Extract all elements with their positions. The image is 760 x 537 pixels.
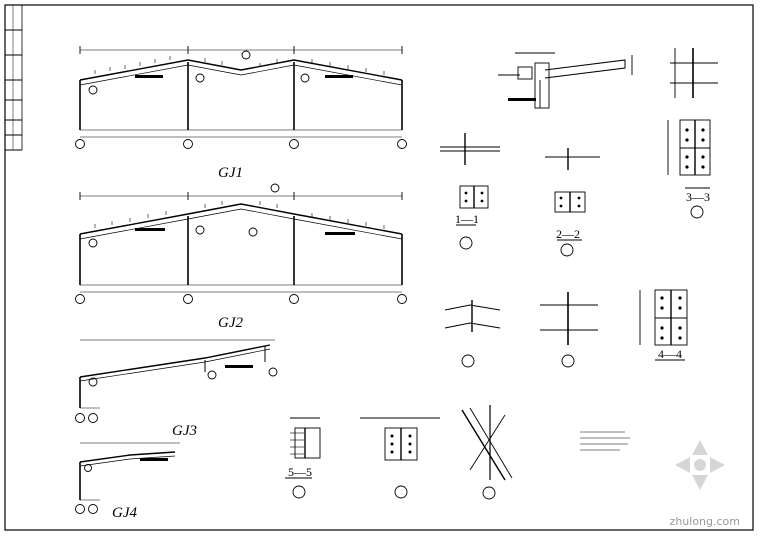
notes-block (580, 431, 630, 451)
eave-detail (498, 52, 633, 109)
frame-label-gj3: GJ3 (172, 423, 197, 439)
detail-8 (461, 405, 513, 500)
frame-label-gj4: GJ4 (112, 505, 137, 521)
sheet-border (4, 4, 754, 531)
section-label-5-5: 5—5 (288, 465, 312, 479)
gj1-frame-elevation (75, 46, 407, 149)
detail-3-section (667, 48, 718, 219)
detail-2 (545, 148, 600, 257)
section-label-3-3: 3—3 (686, 190, 710, 204)
detail-6 (285, 417, 321, 499)
gj4-frame-elevation (75, 442, 180, 514)
detail-4 (444, 300, 501, 368)
watermark-text: zhulong.com (669, 515, 740, 528)
section-label-4-4: 4—4 (658, 347, 682, 361)
detail-1 (440, 133, 500, 250)
section-label-1-1: 1—1 (455, 212, 479, 226)
frame-label-gj2: GJ2 (218, 315, 243, 331)
gj3-frame-elevation (75, 339, 278, 423)
gj2-frame-elevation (75, 183, 407, 304)
watermark-logo (675, 440, 725, 490)
detail-5 (540, 292, 598, 368)
section-label-2-2: 2—2 (556, 227, 580, 241)
frame-label-gj1: GJ1 (218, 165, 243, 181)
detail-4-4-section (639, 289, 688, 361)
detail-7 (360, 417, 440, 499)
